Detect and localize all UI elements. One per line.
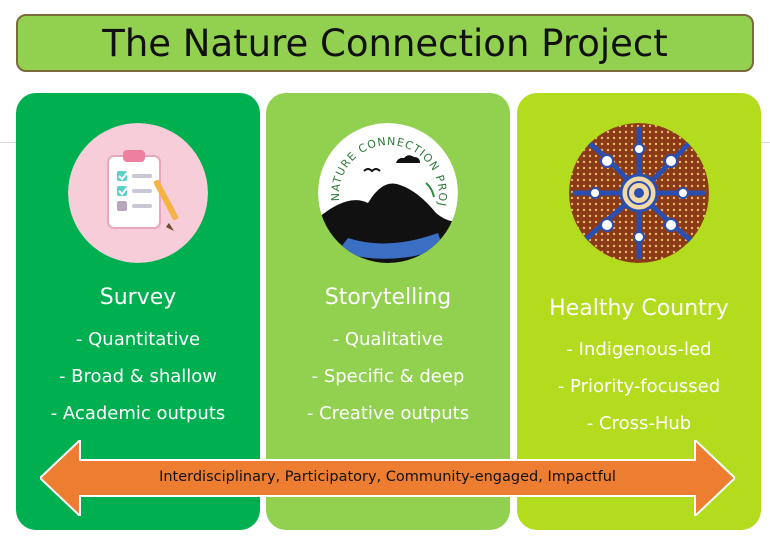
arrow-label: Interdisciplinary, Participatory, Commun… [159, 469, 616, 485]
survey-card: Survey - Quantitative - Broad & shallow … [16, 93, 260, 530]
healthy-country-title: Healthy Country [549, 296, 729, 321]
divider-line-left [0, 142, 16, 143]
survey-item-3: - Academic outputs [50, 403, 226, 424]
healthy-country-item-3: - Cross-Hub [586, 413, 692, 434]
survey-item-2: - Broad & shallow [58, 366, 218, 387]
page-title: The Nature Connection Project [102, 21, 668, 65]
healthy-country-item-1: - Indigenous-led [566, 339, 712, 360]
title-banner: The Nature Connection Project [16, 14, 754, 72]
healthy-country-item-2: - Priority-focussed [557, 376, 721, 397]
divider-line-right [760, 142, 770, 143]
double-arrow-icon [40, 440, 735, 516]
storytelling-title: Storytelling [324, 285, 452, 310]
clipboard-icon [68, 123, 208, 263]
storytelling-item-2: - Specific & deep [311, 366, 465, 387]
storytelling-item-1: - Qualitative [332, 329, 444, 350]
survey-title: Survey [99, 285, 177, 310]
healthy-country-card: Healthy Country - Indigenous-led - Prior… [517, 93, 761, 530]
dot-painting-artwork [569, 123, 709, 263]
storytelling-card: THE NATURE CONNECTION PROJECT Storytelli… [266, 93, 510, 530]
nature-connection-logo: THE NATURE CONNECTION PROJECT [318, 123, 458, 263]
storytelling-item-3: - Creative outputs [306, 403, 470, 424]
survey-item-1: - Quantitative [75, 329, 201, 350]
